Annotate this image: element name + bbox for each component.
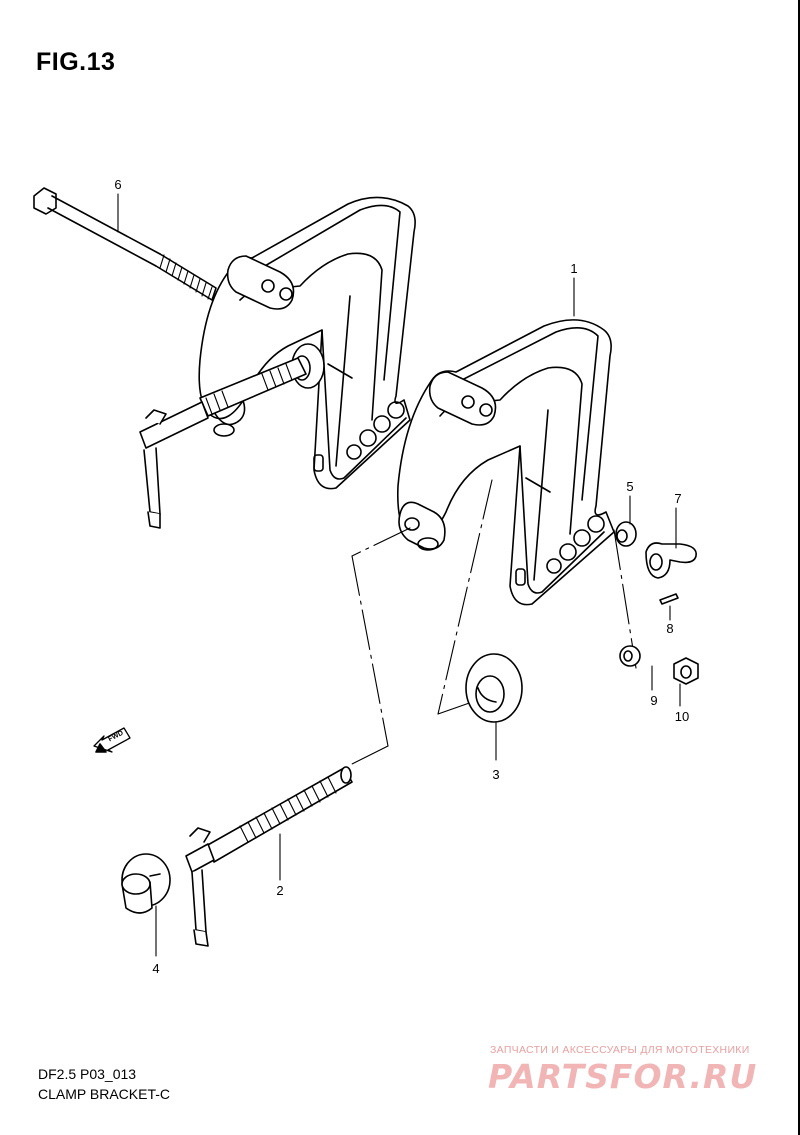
part-6-bolt <box>33 187 217 301</box>
callout-8: 8 <box>666 621 674 636</box>
model-code: DF2.5 P03_013 <box>38 1066 137 1082</box>
figure-title: FIG.13 <box>36 48 116 76</box>
part-5-bushing <box>615 521 637 547</box>
callout-10: 10 <box>674 709 690 724</box>
part-7-wing-nut <box>645 542 697 579</box>
leader-lines <box>117 193 681 957</box>
callout-2: 2 <box>276 883 284 898</box>
callout-5: 5 <box>626 479 634 494</box>
assembly-lines <box>351 479 637 765</box>
rear-clamp-screw <box>139 343 325 529</box>
callout-1: 1 <box>570 261 578 276</box>
frame-edge <box>798 0 800 1135</box>
part-3-plate <box>465 653 523 723</box>
callout-4: 4 <box>152 961 160 976</box>
part-10-nut <box>673 657 699 685</box>
part-1-clamp-bracket <box>396 319 615 606</box>
fwd-direction-arrow <box>93 727 131 753</box>
part-4-pad <box>121 853 171 914</box>
watermark-tagline: ЗАПЧАСТИ И АКСЕССУАРЫ ДЛЯ МОТОТЕХНИКИ <box>490 1044 750 1056</box>
part-2-clamp-screw <box>185 766 353 947</box>
callout-7: 7 <box>674 491 682 506</box>
section-name: CLAMP BRACKET-C <box>38 1086 170 1102</box>
callout-9: 9 <box>650 693 658 708</box>
callout-3: 3 <box>492 767 500 782</box>
part-8-pin <box>659 593 679 605</box>
part-9-washer <box>619 645 641 667</box>
watermark-logo: PARTSFOR.RU <box>488 1057 758 1096</box>
clamp-bracket-rear <box>198 196 416 490</box>
callout-6: 6 <box>114 177 122 192</box>
